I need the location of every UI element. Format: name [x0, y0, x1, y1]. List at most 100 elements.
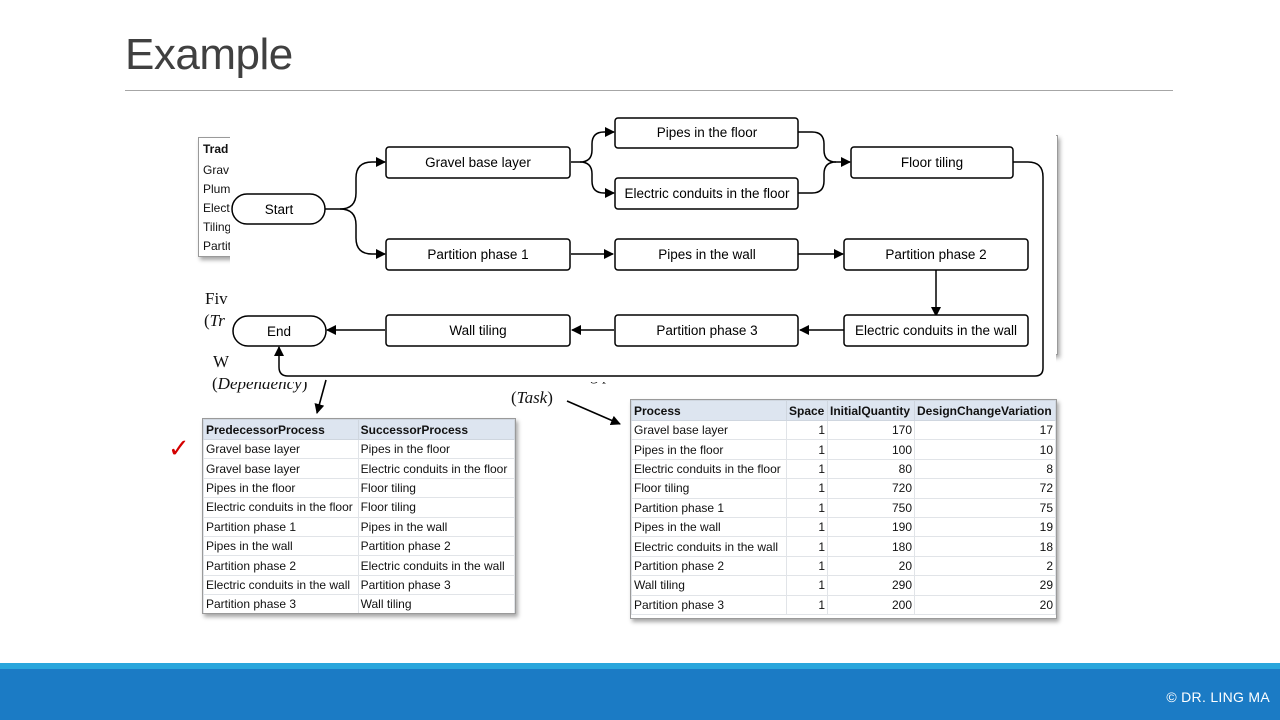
caption-task: (Task)	[511, 388, 553, 408]
table-cell[interactable]: Gravel base layer	[203, 438, 359, 460]
checkmark-icon: ✓	[168, 434, 190, 464]
table-cell[interactable]: 100	[827, 439, 915, 460]
table-cell[interactable]: Floor tiling	[631, 478, 787, 499]
table-cell[interactable]: 1	[786, 594, 828, 615]
table-cell[interactable]: Partition phase 3	[357, 574, 515, 596]
table-cell[interactable]: 80	[827, 458, 915, 480]
task-pointer-arrow	[566, 400, 621, 426]
table-cell[interactable]: Pipes in the wall	[203, 535, 359, 557]
table-cell[interactable]: 1	[786, 536, 828, 557]
column-header[interactable]: SuccessorProcess	[357, 419, 515, 440]
table-cell[interactable]: Electric conduits in the floor	[631, 458, 787, 480]
task-table: Process Space InitialQuantity DesignChan…	[631, 400, 1056, 615]
table-cell[interactable]: Pipes in the floor	[357, 438, 515, 460]
table-cell[interactable]: Partition phase 3	[631, 594, 787, 615]
node-elec-floor-shape	[614, 177, 799, 210]
title-divider	[125, 90, 1173, 91]
node-wall-tiling-shape	[385, 314, 571, 347]
table-cell[interactable]: Floor tiling	[357, 497, 515, 518]
table-cell[interactable]: Partition phase 1	[203, 516, 359, 537]
table-cell[interactable]: Gravel base layer	[203, 458, 359, 479]
process-flow-diagram: Start End Gravel base layer Pipes in the…	[230, 112, 1056, 382]
trade-sheet-row: Grav	[203, 163, 230, 177]
caption-dependency-open: (	[212, 374, 218, 393]
table-cell[interactable]: 1	[786, 575, 828, 596]
node-pipes-floor: Pipes in the floor	[657, 125, 758, 140]
caption-trade-italic: Tr	[209, 311, 225, 330]
column-header[interactable]: PredecessorProcess	[203, 419, 359, 440]
column-header[interactable]: DesignChangeVariation	[914, 400, 1056, 421]
node-elec-wall: Electric conduits in the wall	[855, 323, 1017, 338]
table-cell[interactable]: Partition phase 2	[631, 555, 787, 577]
table-cell[interactable]: 190	[827, 516, 915, 538]
table-cell[interactable]: Electric conduits in the wall	[357, 555, 515, 576]
table-cell[interactable]: Wall tiling	[631, 575, 787, 596]
table-cell[interactable]: 720	[827, 478, 915, 499]
node-pipes-wall: Pipes in the wall	[658, 247, 756, 262]
table-cell[interactable]: 200	[827, 594, 915, 615]
dependency-table: PredecessorProcess SuccessorProcess Grav…	[203, 419, 515, 613]
table-cell[interactable]: 1	[786, 516, 828, 538]
table-cell[interactable]: Electric conduits in the wall	[631, 536, 787, 557]
caption-five: Fiv	[205, 289, 228, 308]
node-end: End	[267, 324, 291, 339]
table-cell[interactable]: Pipes in the floor	[203, 477, 359, 499]
table-cell[interactable]: 18	[914, 536, 1056, 557]
node-gravel: Gravel base layer	[425, 155, 531, 170]
table-cell[interactable]: Electric conduits in the floor	[357, 458, 515, 479]
table-cell[interactable]: 19	[914, 516, 1056, 538]
flow-node-labels: Start End Gravel base layer Pipes in the…	[265, 125, 1017, 339]
column-header[interactable]: Space	[786, 400, 828, 421]
column-header[interactable]: InitialQuantity	[827, 400, 915, 421]
table-cell[interactable]: Partition phase 3	[203, 594, 359, 613]
table-cell[interactable]: 75	[914, 497, 1056, 518]
table-cell[interactable]: 17	[914, 419, 1056, 441]
table-cell[interactable]: Electric conduits in the floor	[203, 497, 359, 518]
footer-band	[0, 663, 1280, 720]
table-cell[interactable]: 2	[914, 555, 1056, 577]
table-cell[interactable]: Pipes in the wall	[631, 516, 787, 538]
table-cell[interactable]: 10	[914, 439, 1056, 460]
task-table-sheet: Process Space InitialQuantity DesignChan…	[630, 399, 1057, 619]
table-cell[interactable]: 20	[914, 594, 1056, 615]
table-cell[interactable]: Electric conduits in the wall	[203, 574, 359, 596]
table-cell[interactable]: 72	[914, 478, 1056, 499]
column-header[interactable]: Process	[631, 400, 787, 421]
table-cell[interactable]: 1	[786, 555, 828, 577]
table-cell[interactable]: Wall tiling	[357, 594, 515, 613]
table-cell[interactable]: 170	[827, 419, 915, 441]
caption-task-close: )	[547, 388, 553, 407]
table-header-row: Process Space InitialQuantity DesignChan…	[631, 400, 1056, 421]
table-cell[interactable]: 1	[786, 478, 828, 499]
table-cell[interactable]: Partition phase 2	[357, 535, 515, 557]
table-cell[interactable]: Gravel base layer	[631, 419, 787, 441]
table-cell[interactable]: 1	[786, 419, 828, 441]
table-cell[interactable]: Partition phase 2	[203, 555, 359, 576]
table-cell[interactable]: Pipes in the wall	[357, 516, 515, 537]
node-end-shape	[232, 315, 327, 347]
table-cell[interactable]: Pipes in the floor	[631, 439, 787, 460]
node-partition3: Partition phase 3	[656, 323, 757, 338]
table-cell[interactable]: 1	[786, 497, 828, 518]
node-start-shape	[231, 193, 326, 225]
table-cell[interactable]: 8	[914, 458, 1056, 480]
caption-task-open: (	[511, 388, 517, 407]
table-cell[interactable]: 1	[786, 439, 828, 460]
trade-sheet-row: Plum	[203, 182, 231, 196]
table-cell[interactable]: 290	[827, 575, 915, 596]
table-cell[interactable]: Partition phase 1	[631, 497, 787, 518]
table-cell[interactable]: Floor tiling	[357, 477, 515, 499]
table-cell[interactable]: 20	[827, 555, 915, 577]
table-cell[interactable]: 29	[914, 575, 1056, 596]
table-cell[interactable]: 1	[786, 458, 828, 480]
table-cell[interactable]: 750	[827, 497, 915, 518]
table-cell[interactable]: 180	[827, 536, 915, 557]
